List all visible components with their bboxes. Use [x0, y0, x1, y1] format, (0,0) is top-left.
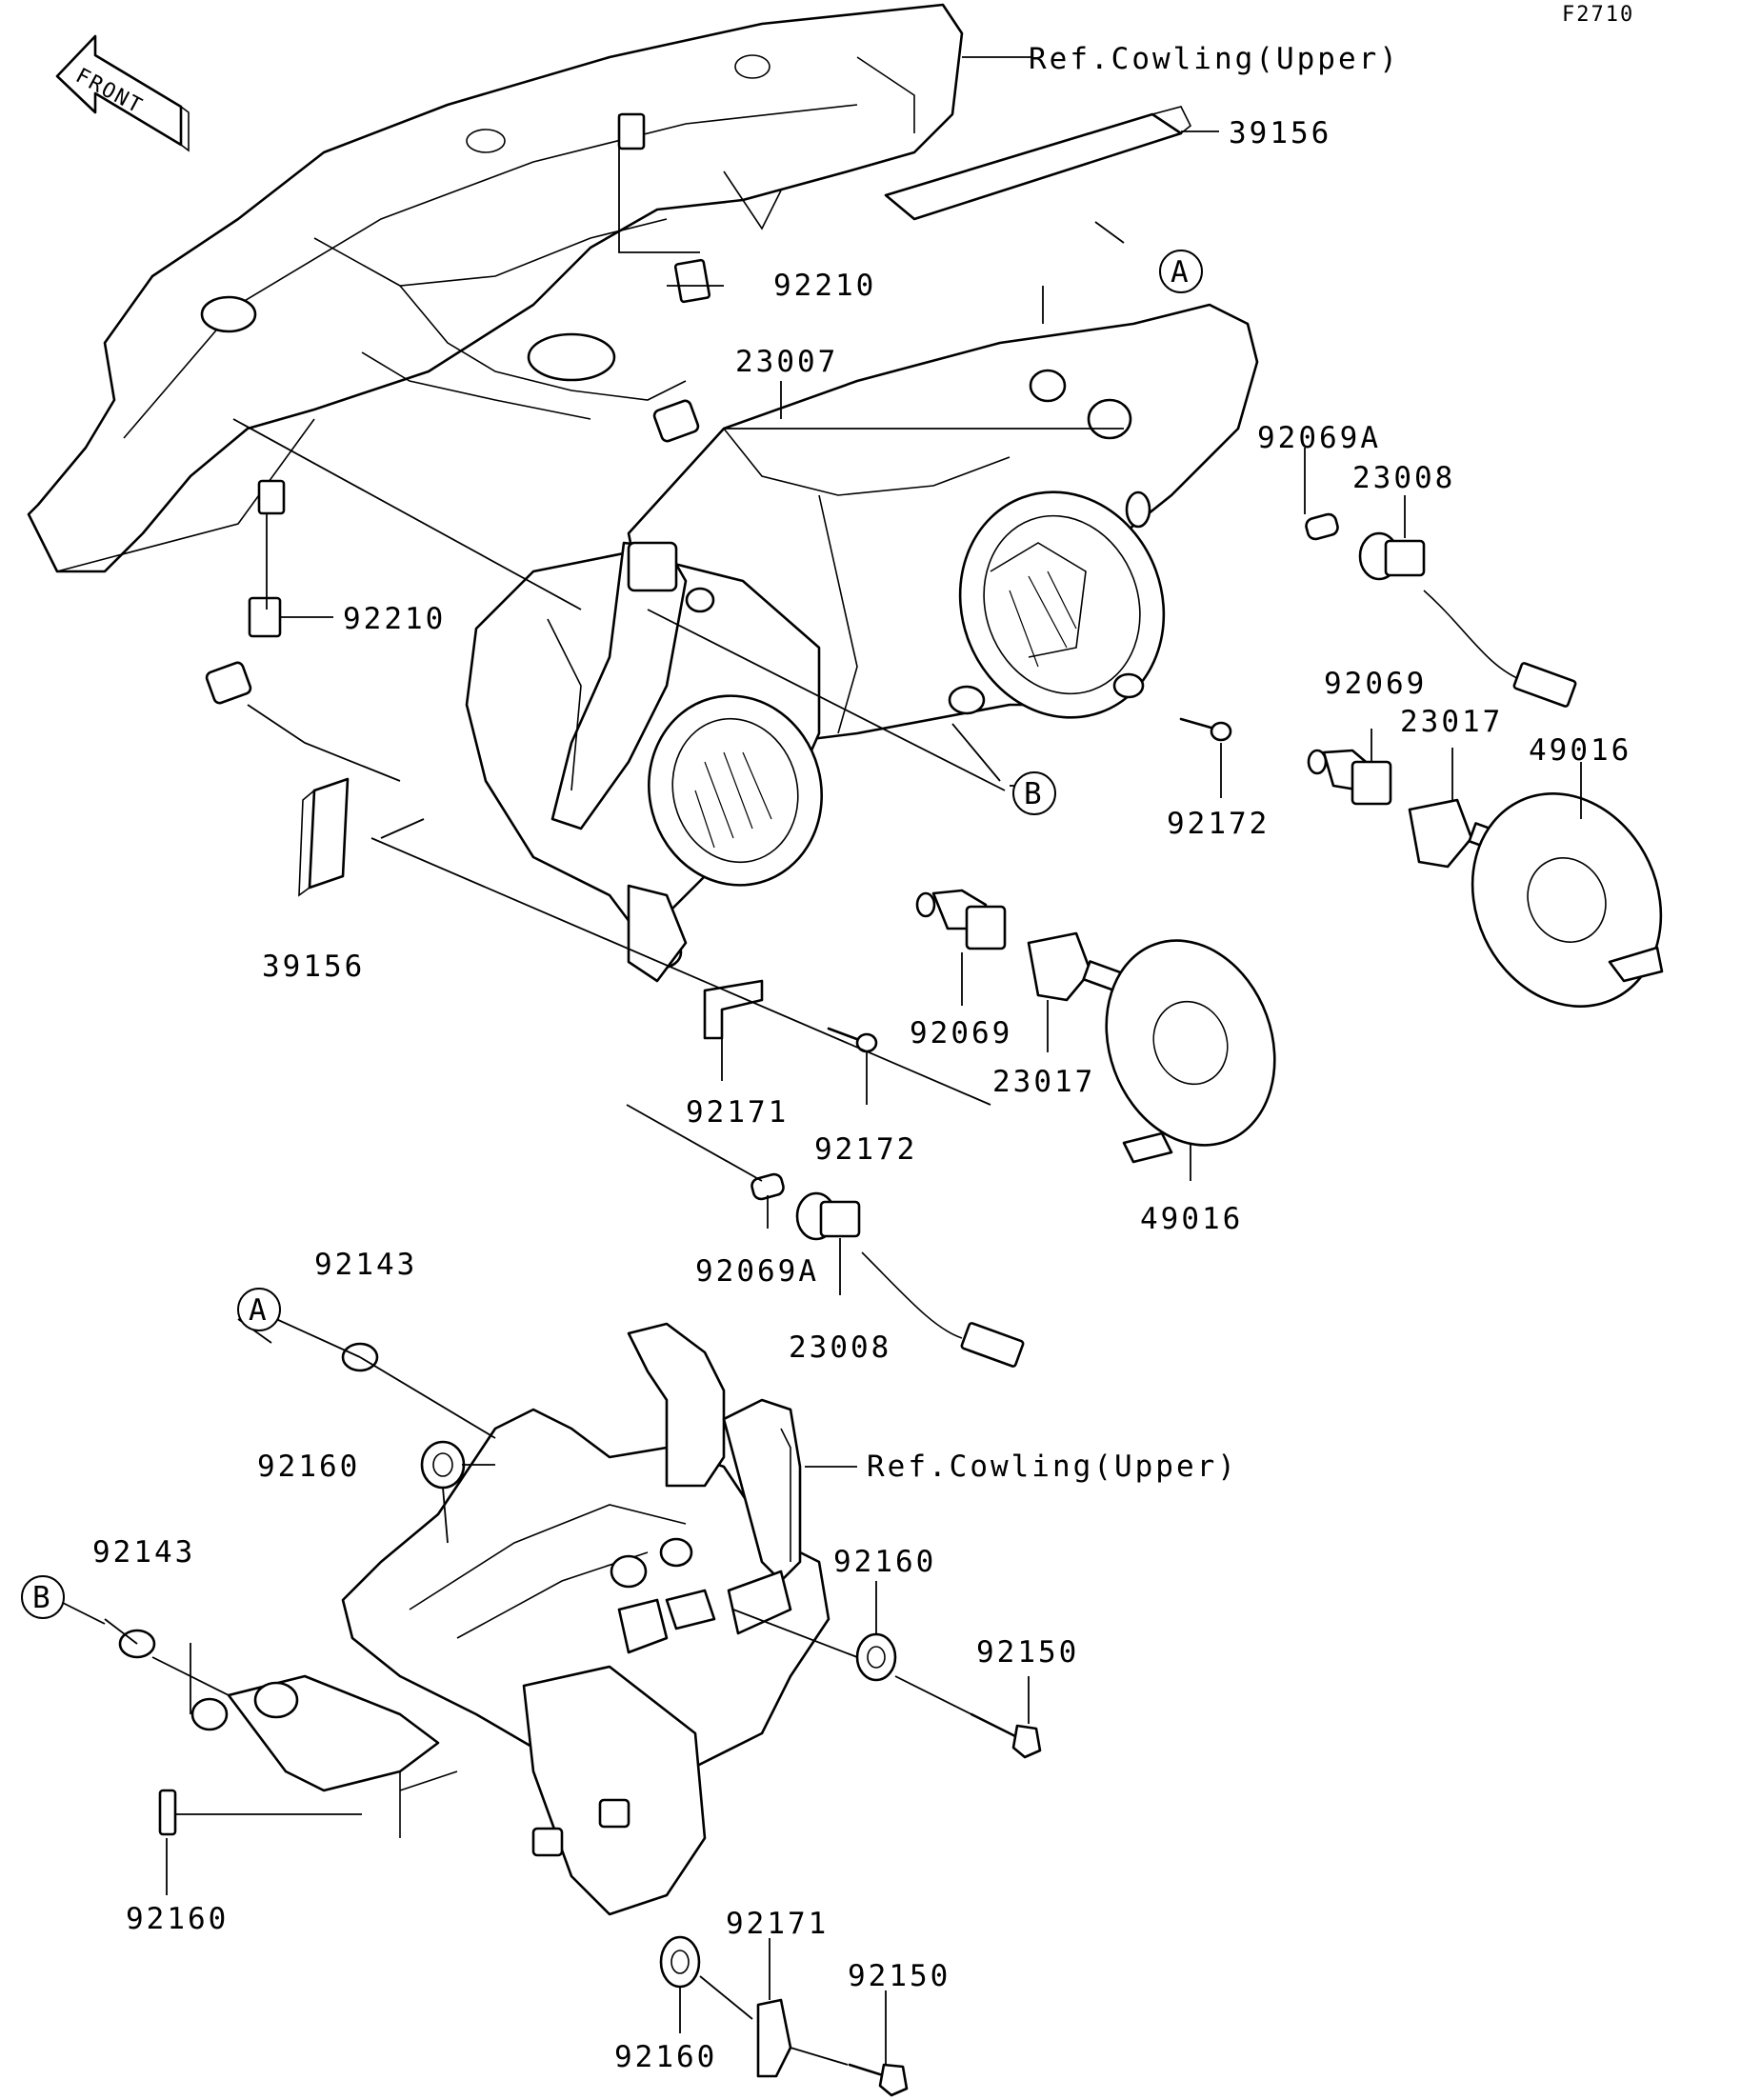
grommet-92160-lower-left — [158, 1789, 177, 1836]
leader-lines — [56, 56, 1582, 2066]
callout-b-lower: B — [21, 1575, 65, 1619]
label-49016-right: 49016 — [1529, 733, 1631, 768]
upper-cowling-outline — [27, 3, 964, 705]
grommet-92160-bottom — [659, 1935, 701, 1989]
label-23017-center: 23017 — [992, 1065, 1095, 1099]
label-23007: 23007 — [735, 345, 838, 379]
bulb-92069-center — [915, 889, 1007, 950]
bulb-92069-right — [1307, 749, 1392, 806]
part-labels: Ref.Cowling(Upper) 39156 92210 23007 922… — [92, 42, 1631, 2074]
label-92150-right: 92150 — [976, 1635, 1079, 1670]
label-92210-top: 92210 — [773, 269, 876, 303]
label-39156-left: 39156 — [262, 950, 365, 984]
label-92150-bottom: 92150 — [848, 1959, 951, 1993]
ref-cowling-upper-top: Ref.Cowling(Upper) — [1029, 42, 1400, 76]
socket-23008-right — [1358, 531, 1577, 708]
label-92160-lower-left: 92160 — [126, 1902, 229, 1936]
front-arrow-icon: FRONT — [55, 34, 190, 152]
label-92172-center: 92172 — [814, 1132, 917, 1167]
label-92069A-center: 92069A — [695, 1254, 819, 1289]
figure-id: F2710 — [1562, 3, 1634, 27]
socket-23008-center — [795, 1191, 1025, 1368]
screw-92172-right — [1179, 717, 1232, 742]
bracket-92171-center — [703, 979, 764, 1040]
label-92160-right: 92160 — [833, 1545, 936, 1579]
headlight-bracket-assembly — [190, 1322, 830, 1916]
label-92143-left: 92143 — [92, 1535, 195, 1570]
dust-cover-49016-right — [1471, 792, 1664, 1008]
clip-nut-92210-left — [248, 479, 286, 638]
label-92143-top: 92143 — [314, 1248, 417, 1282]
label-92160-upper: 92160 — [257, 1450, 360, 1484]
label-92171-bottom: 92171 — [726, 1907, 829, 1941]
svg-text:A: A — [1171, 255, 1191, 290]
dust-cover-49016-center — [1105, 939, 1276, 1164]
socket-23017-center — [1027, 931, 1124, 1002]
label-92069A-right: 92069A — [1257, 421, 1381, 455]
svg-text:B: B — [32, 1581, 53, 1615]
label-23008-right: 23008 — [1352, 461, 1455, 495]
bulb-92069A-right — [1305, 512, 1339, 541]
label-23017-right: 23017 — [1400, 705, 1503, 739]
svg-text:B: B — [1024, 777, 1045, 811]
callout-a-lower: A — [237, 1288, 281, 1331]
label-92171-center: 92171 — [686, 1095, 789, 1130]
ref-cowling-upper-bottom: Ref.Cowling(Upper) — [867, 1450, 1238, 1484]
svg-text:A: A — [249, 1293, 270, 1328]
clip-nut-92210-top — [617, 112, 711, 304]
label-23008-center: 23008 — [789, 1330, 891, 1365]
label-92172-right: 92172 — [1167, 807, 1270, 841]
grommet-92160-right — [855, 1632, 897, 1682]
callout-a-upper: A — [1159, 250, 1203, 293]
label-92210-left: 92210 — [343, 602, 446, 636]
label-92160-bottom: 92160 — [614, 2040, 717, 2074]
callout-b-upper: B — [1012, 771, 1056, 815]
bolt-92150-right — [970, 1712, 1042, 1759]
bracket-92171-bottom — [756, 1998, 792, 2078]
label-92069-right: 92069 — [1324, 667, 1427, 701]
bolt-92150-bottom — [848, 2063, 909, 2097]
label-92069-center: 92069 — [910, 1016, 1012, 1050]
grommet-92160-upper — [420, 1440, 466, 1490]
headlight-body-lower — [465, 541, 824, 983]
screw-92172-center — [827, 1027, 878, 1053]
reflector-strip-39156-left — [298, 777, 350, 897]
label-39156-top: 39156 — [1229, 116, 1331, 150]
reflector-strip-39156-top — [884, 106, 1192, 221]
label-49016-center: 49016 — [1140, 1202, 1243, 1236]
